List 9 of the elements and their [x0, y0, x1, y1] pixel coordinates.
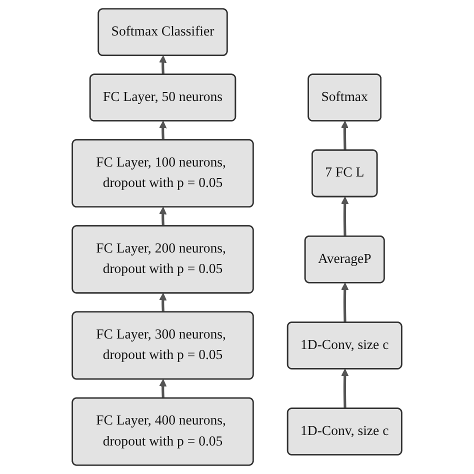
arrow [341, 368, 349, 409]
arrow [159, 120, 167, 140]
arrow [341, 196, 349, 237]
arrow [159, 206, 167, 226]
arrow [341, 282, 349, 323]
arrow [340, 120, 348, 151]
arrow [159, 379, 167, 398]
arrow [159, 55, 167, 75]
arrow [159, 293, 167, 312]
